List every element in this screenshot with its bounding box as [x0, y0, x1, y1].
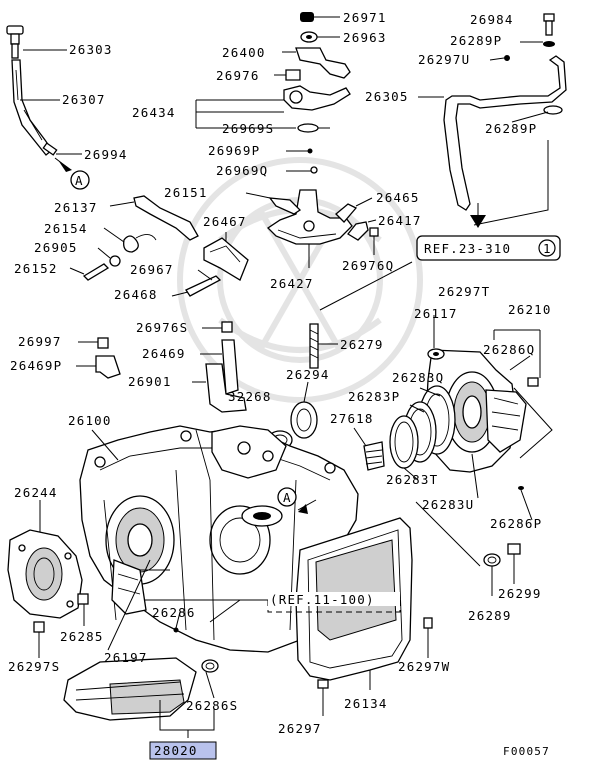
- part-label-26152[interactable]: 26152: [14, 261, 58, 276]
- part-label-26283T[interactable]: 26283T: [386, 472, 438, 487]
- seals-and-rings: [267, 381, 385, 471]
- part-label-26117[interactable]: 26117: [414, 306, 458, 321]
- part-label-26967[interactable]: 26967: [130, 262, 174, 277]
- ref-11-100-callout[interactable]: (REF.11-100): [267, 592, 401, 613]
- part-label-26297W[interactable]: 26297W: [398, 659, 450, 674]
- part-label-26468[interactable]: 26468: [114, 287, 158, 302]
- park-lock-parts: [69, 195, 249, 297]
- detent-plate-assembly: [245, 189, 379, 268]
- part-label-26297S[interactable]: 26297S: [8, 659, 60, 674]
- part-label-27618[interactable]: 27618: [330, 411, 374, 426]
- ref-23-310-circle-number: 1: [543, 241, 552, 256]
- part-label-26305[interactable]: 26305: [365, 89, 409, 104]
- diagram-id-label: F00057: [503, 745, 550, 758]
- part-label-26286Q[interactable]: 26286Q: [483, 342, 535, 357]
- part-label-26285[interactable]: 26285: [60, 629, 104, 644]
- part-label-26971[interactable]: 26971: [343, 10, 387, 25]
- middle-small-parts: [76, 261, 413, 413]
- oil-cooler-pipe: [418, 13, 567, 228]
- part-label-26283Q[interactable]: 26283Q: [392, 370, 444, 385]
- part-label-26997[interactable]: 26997: [18, 334, 62, 349]
- part-label-26286S[interactable]: 26286S: [186, 698, 238, 713]
- part-label-26294[interactable]: 26294: [286, 367, 330, 382]
- part-label-26286P[interactable]: 26286P: [490, 516, 542, 531]
- oil-strainer: [63, 559, 241, 738]
- selected-part-label: 28020: [154, 743, 198, 758]
- part-label-26427[interactable]: 26427: [270, 276, 314, 291]
- part-label-26976[interactable]: 26976: [216, 68, 260, 83]
- dipstick-assembly: [6, 25, 90, 190]
- part-label-26286[interactable]: 26286: [152, 605, 196, 620]
- part-label-26154[interactable]: 26154: [44, 221, 88, 236]
- part-label-26417[interactable]: 26417: [378, 213, 422, 228]
- part-label-26434[interactable]: 26434: [132, 105, 176, 120]
- part-label-26969Q[interactable]: 26969Q: [216, 163, 268, 178]
- ref-23-310-callout[interactable]: REF.23-310 1: [416, 235, 561, 261]
- part-number-labels: 26971 26963 26984 26289P 26303 26400 262…: [8, 10, 552, 736]
- part-label-26969S[interactable]: 26969S: [222, 121, 274, 136]
- part-label-26307[interactable]: 26307: [62, 92, 106, 107]
- selected-part-highlight[interactable]: 28020: [149, 741, 217, 760]
- lever-leader-bracket: [195, 99, 296, 129]
- part-label-26297[interactable]: 26297: [278, 721, 322, 736]
- marker-a-case-label: A: [283, 490, 292, 505]
- clutch-assembly: [389, 315, 553, 521]
- part-label-26100[interactable]: 26100: [68, 413, 112, 428]
- part-label-26994[interactable]: 26994: [84, 147, 128, 162]
- part-label-26984[interactable]: 26984: [470, 12, 514, 27]
- part-label-26469P[interactable]: 26469P: [10, 358, 62, 373]
- part-label-26283P[interactable]: 26283P: [348, 389, 400, 404]
- part-label-26289P-top[interactable]: 26289P: [450, 33, 502, 48]
- part-label-26279[interactable]: 26279: [340, 337, 384, 352]
- part-label-26976Q[interactable]: 26976Q: [342, 258, 394, 273]
- part-label-26289P-right[interactable]: 26289P: [485, 121, 537, 136]
- part-label-26901[interactable]: 26901: [128, 374, 172, 389]
- part-label-26244[interactable]: 26244: [14, 485, 58, 500]
- part-label-26400[interactable]: 26400: [222, 45, 266, 60]
- part-label-26976S[interactable]: 26976S: [136, 320, 188, 335]
- marker-a-top-label: A: [75, 173, 84, 188]
- part-label-26905[interactable]: 26905: [34, 240, 78, 255]
- part-label-26134[interactable]: 26134: [344, 696, 388, 711]
- part-label-26299[interactable]: 26299: [498, 586, 542, 601]
- marker-a-case: A: [277, 487, 317, 514]
- part-label-32268[interactable]: 32268: [228, 389, 272, 404]
- part-label-26969P[interactable]: 26969P: [208, 143, 260, 158]
- shift-lever-parts: [274, 12, 351, 174]
- part-label-26197[interactable]: 26197: [104, 650, 148, 665]
- part-label-26465[interactable]: 26465: [376, 190, 420, 205]
- part-label-26303[interactable]: 26303: [69, 42, 113, 57]
- part-label-26210[interactable]: 26210: [508, 302, 552, 317]
- part-label-26297U[interactable]: 26297U: [418, 52, 470, 67]
- part-label-26297T[interactable]: 26297T: [438, 284, 490, 299]
- part-label-26151[interactable]: 26151: [164, 185, 208, 200]
- ref-11-100-label: (REF.11-100): [270, 592, 375, 607]
- part-label-26963[interactable]: 26963: [343, 30, 387, 45]
- marker-a-top: A: [75, 173, 84, 188]
- part-label-26467[interactable]: 26467: [203, 214, 247, 229]
- part-label-26469[interactable]: 26469: [142, 346, 186, 361]
- side-cover: [7, 500, 89, 658]
- part-label-26283U[interactable]: 26283U: [422, 497, 474, 512]
- part-label-26289[interactable]: 26289: [468, 608, 512, 623]
- ref-23-310-label: REF.23-310: [424, 241, 511, 256]
- part-label-26137[interactable]: 26137: [54, 200, 98, 215]
